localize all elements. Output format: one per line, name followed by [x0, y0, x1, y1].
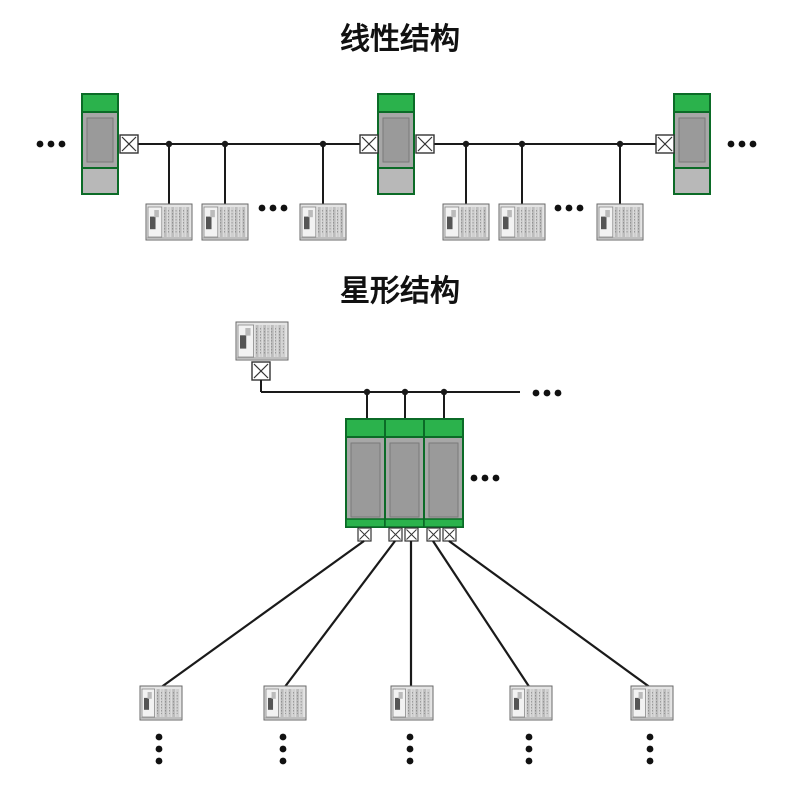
port-connector [251, 361, 271, 381]
ellipsis-more-left [36, 140, 66, 148]
ellipsis-more-vertical [155, 733, 163, 765]
io-device-icon [390, 685, 434, 721]
port-connector [426, 527, 441, 542]
io-device-icon [630, 685, 674, 721]
ellipsis-more-devices [554, 204, 584, 212]
port-connector [442, 527, 457, 542]
io-device-icon [263, 685, 307, 721]
port-connector [655, 134, 675, 154]
controller-device-icon [235, 321, 289, 361]
ellipsis-more-vertical [279, 733, 287, 765]
star-link-line [432, 540, 531, 689]
linear-switch-right [673, 93, 711, 195]
port-connector [119, 134, 139, 154]
ellipsis-more-vertical [525, 733, 533, 765]
io-device-icon [145, 203, 193, 241]
linear-switch-left [81, 93, 119, 195]
linear-switch-middle [377, 93, 415, 195]
ellipsis-more-backbone [532, 389, 562, 397]
star-link-line [448, 540, 652, 689]
star-switch-module [384, 418, 425, 528]
io-device-icon [299, 203, 347, 241]
port-connector [359, 134, 379, 154]
port-connector [388, 527, 403, 542]
io-device-icon [139, 685, 183, 721]
linear-topology-title: 线性结构 [340, 22, 460, 57]
port-connector [415, 134, 435, 154]
port-connector [357, 527, 372, 542]
ellipsis-more-vertical [406, 733, 414, 765]
port-connector [404, 527, 419, 542]
ellipsis-more-devices [258, 204, 288, 212]
io-device-icon [596, 203, 644, 241]
io-device-icon [201, 203, 249, 241]
star-link-line [159, 540, 365, 689]
io-device-icon [498, 203, 546, 241]
io-device-icon [509, 685, 553, 721]
star-switch-module [423, 418, 464, 528]
ellipsis-more-vertical [646, 733, 654, 765]
star-topology-title: 星形结构 [340, 274, 460, 309]
star-link-line [283, 540, 396, 689]
star-switch-module [345, 418, 386, 528]
ellipsis-more-switches [470, 474, 500, 482]
io-device-icon [442, 203, 490, 241]
ellipsis-more-right [727, 140, 757, 148]
